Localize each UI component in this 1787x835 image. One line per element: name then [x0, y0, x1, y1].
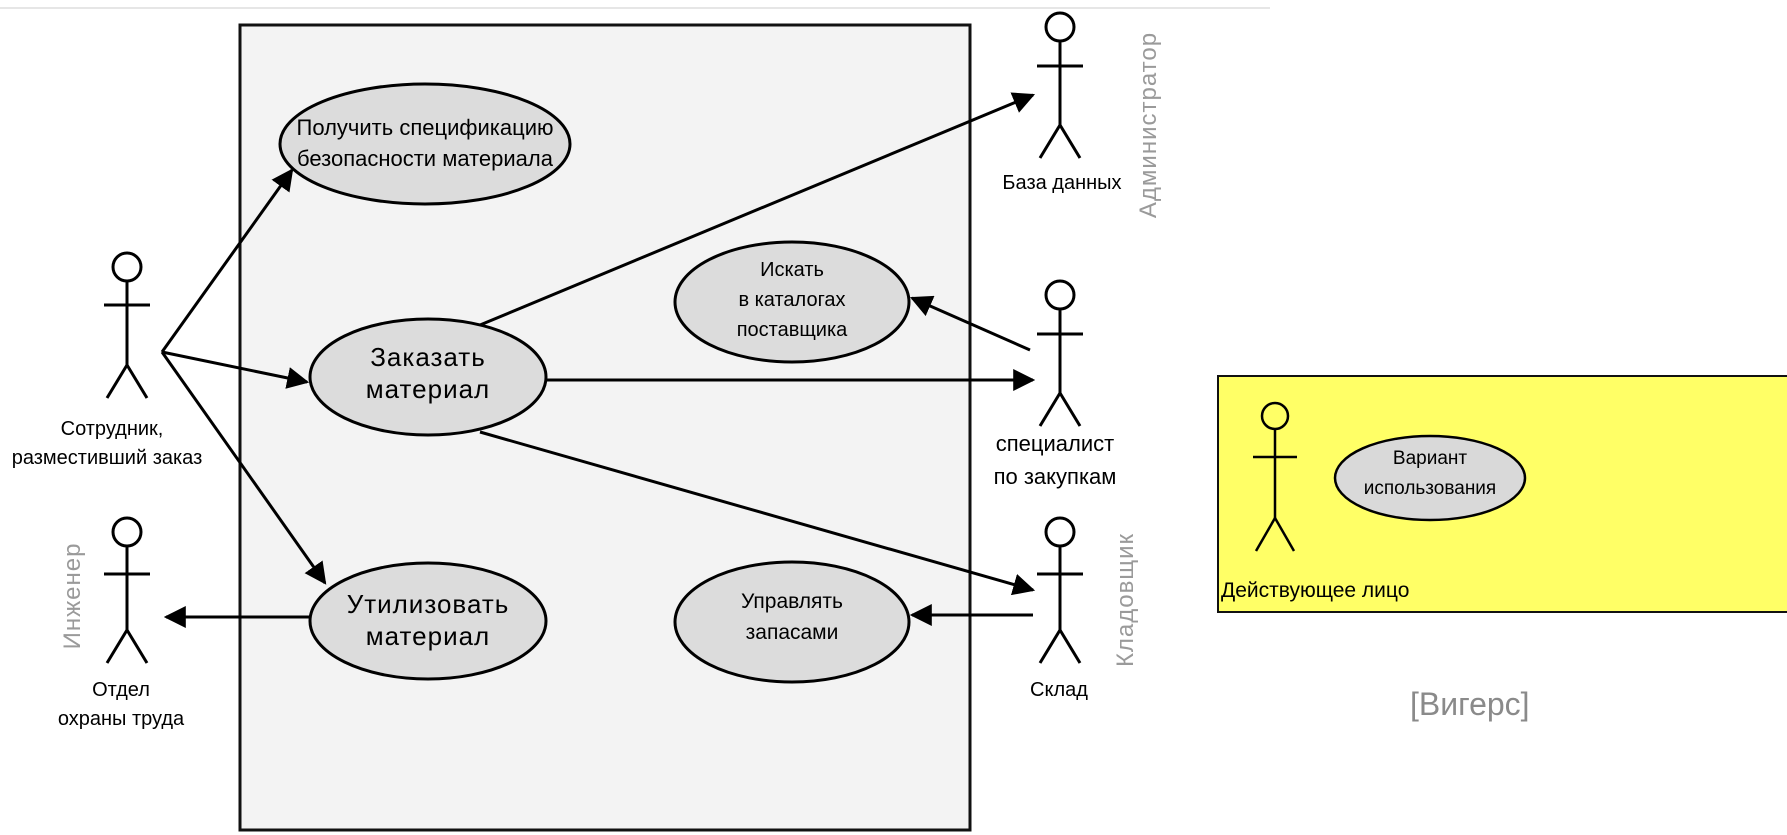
usecase-label-line: Утилизовать: [347, 589, 510, 619]
actor-safety-dept-label: Отдел охраны труда: [58, 679, 185, 730]
actor-head: [111, 251, 143, 283]
assoc-employee-order: [161, 350, 310, 389]
actor-head: [1044, 11, 1076, 43]
usecase-label-line: поставщика: [737, 319, 848, 341]
actor-head: [1044, 279, 1076, 311]
actor-database: [1037, 11, 1083, 159]
usecase-label-line: Заказать: [370, 342, 486, 372]
assoc-order-warehouse: [479, 430, 1036, 596]
role-label-storekeeper: Кладовщик: [1112, 533, 1139, 667]
actor-buyer: [1037, 279, 1083, 427]
actor-head: [111, 516, 143, 548]
usecase-label-line: в каталогах: [738, 289, 845, 311]
actor-label-line: специалист: [996, 431, 1114, 456]
usecase-get-safety-spec: Получить спецификацию безопасности матер…: [278, 82, 572, 206]
legend: Вариант использования Действующее лицо: [1217, 375, 1787, 613]
legend-usecase-label-line: Вариант: [1393, 448, 1467, 469]
assoc-order-database: [479, 92, 1036, 327]
actor-label-line: Сотрудник,: [61, 418, 164, 440]
role-label-administrator: Администратор: [1135, 32, 1162, 218]
assoc-employee-dispose: [160, 351, 327, 585]
actor-safety-dept: [104, 516, 150, 664]
legend-usecase-label-line: использования: [1364, 478, 1496, 499]
actor-warehouse-label: Склад: [1030, 679, 1088, 701]
usecase-label-line: безопасности материала: [297, 146, 554, 171]
actor-label-line: по закупкам: [994, 464, 1117, 489]
legend-usecase: Вариант использования: [1333, 434, 1527, 522]
actor-employee: [104, 251, 150, 399]
usecase-manage-stock: Управлять запасами: [673, 560, 911, 684]
source-reference: [Вигерс]: [1410, 686, 1530, 722]
usecase-label-line: материал: [366, 374, 490, 404]
actor-label-line: Отдел: [92, 679, 150, 701]
role-label-engineer: Инженер: [59, 543, 86, 650]
usecase-dispose-material: Утилизовать материал: [308, 561, 548, 681]
associations: [160, 92, 1036, 628]
usecase-label-line: Управлять: [741, 590, 843, 613]
usecase-order-material: Заказать материал: [308, 317, 548, 437]
legend-actor-label: Действующее лицо: [1221, 579, 1409, 602]
actor-label-line: разместивший заказ: [12, 447, 203, 469]
legend-actor-figure: [1253, 401, 1297, 552]
usecase-label-line: материал: [366, 621, 490, 651]
usecase-label-line: запасами: [746, 621, 839, 644]
actor-database-label: База данных: [1002, 172, 1121, 194]
actor-label-line: охраны труда: [58, 708, 185, 730]
usecase-label-line: Искать: [760, 259, 824, 281]
assoc-employee-spec: [160, 168, 294, 353]
assoc-buyer-search: [909, 295, 1031, 352]
usecase-label-line: Получить спецификацию: [297, 115, 554, 140]
usecase-search-catalogs: Искать в каталогах поставщика: [673, 240, 911, 364]
actor-warehouse: [1037, 516, 1083, 664]
actor-buyer-label: специалист по закупкам: [994, 431, 1117, 489]
actor-employee-label: Сотрудник, разместивший заказ: [12, 418, 203, 469]
actor-head: [1044, 516, 1076, 548]
